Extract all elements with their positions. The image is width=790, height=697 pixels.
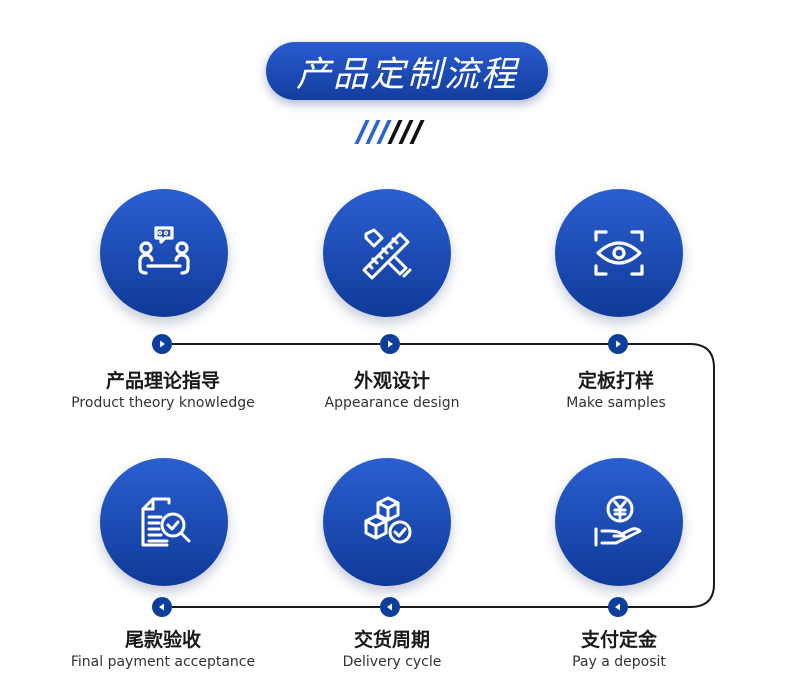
hand-yen-icon [594, 495, 642, 547]
step-title-en: Final payment acceptance [70, 654, 256, 670]
step-title-zh: 尾款验收 [124, 629, 201, 651]
step-circle-make-samples [555, 189, 683, 317]
step-title-zh: 交货周期 [353, 629, 430, 651]
flow-node-arrow-left [380, 597, 400, 617]
step-label-appearance-design: 外观设计 Appearance design [272, 369, 512, 413]
page-title: 产品定制流程 [295, 54, 518, 95]
step-title-en: Delivery cycle [342, 654, 442, 670]
step-label-delivery-cycle: 交货周期 Delivery cycle [272, 628, 512, 672]
step-circle-pay-deposit [555, 458, 683, 586]
step-circle-delivery-cycle [323, 458, 451, 586]
play-arrow-left-icon [387, 603, 392, 611]
boxes-check-icon [364, 496, 412, 544]
step-circle-product-theory [100, 189, 228, 317]
step-title-zh: 定板打样 [577, 370, 654, 392]
play-arrow-left-icon [159, 603, 164, 611]
step-label-make-samples: 定板打样 Make samples [496, 369, 736, 413]
step-label-product-theory: 产品理论指导 Product theory knowledge [43, 369, 283, 413]
flow-node-arrow-right [152, 334, 172, 354]
step-circle-final-payment [100, 458, 228, 586]
step-circle-appearance-design [323, 189, 451, 317]
step-title-zh: 支付定金 [580, 629, 657, 651]
eye-scan-icon [594, 230, 644, 276]
step-label-final-payment: 尾款验收 Final payment acceptance [43, 628, 283, 672]
step-title-zh: 产品理论指导 [105, 370, 220, 392]
flow-node-arrow-left [608, 597, 628, 617]
meeting-icon [138, 226, 190, 275]
step-title-zh: 外观设计 [353, 370, 430, 392]
ruler-pencil-icon [362, 228, 412, 280]
step-title-en: Appearance design [324, 395, 460, 411]
step-title-en: Make samples [566, 395, 666, 411]
flow-node-arrow-left [152, 597, 172, 617]
play-arrow-icon [616, 340, 621, 348]
play-arrow-left-icon [615, 603, 620, 611]
play-arrow-icon [388, 340, 393, 348]
title-banner: 产品定制流程 [266, 42, 548, 100]
document-search-icon [141, 497, 191, 547]
flow-node-arrow-right [380, 334, 400, 354]
flow-node-arrow-right [608, 334, 628, 354]
step-label-pay-deposit: 支付定金 Pay a deposit [499, 628, 739, 672]
step-title-en: Pay a deposit [572, 654, 666, 670]
step-title-en: Product theory knowledge [71, 395, 255, 411]
play-arrow-icon [160, 340, 165, 348]
